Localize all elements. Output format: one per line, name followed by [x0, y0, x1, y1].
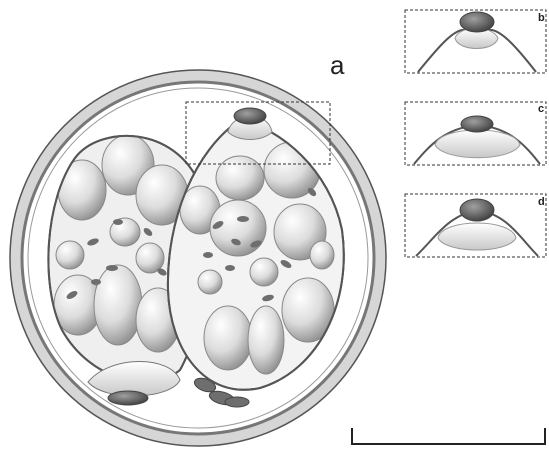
panel-label-d: d	[538, 196, 545, 208]
inset-d	[405, 194, 546, 257]
panel-label-b: b	[538, 12, 545, 24]
scale-bar	[351, 428, 546, 445]
inset-c	[405, 102, 546, 165]
panel-label-a: a	[330, 50, 344, 81]
inset-b	[405, 10, 546, 73]
panel-label-c: c	[538, 103, 544, 115]
